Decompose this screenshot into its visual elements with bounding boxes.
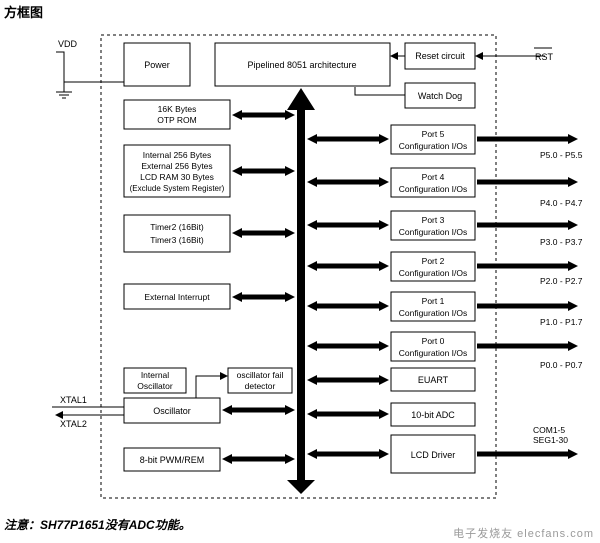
timer-arrow — [232, 228, 295, 238]
port-1-bus-arrow — [307, 301, 389, 311]
main-bus — [287, 88, 315, 494]
osc-arrow — [222, 405, 295, 415]
adc-label: 10-bit ADC — [411, 410, 455, 420]
oscillator-block — [123, 397, 221, 424]
ext-int-arrow — [232, 292, 295, 302]
port-0-bus-arrow — [307, 341, 389, 351]
port-1-name: Port 1 — [422, 296, 445, 306]
lcd-bus-arrow — [307, 449, 389, 459]
timer-line-1: Timer2 (16Bit) — [150, 222, 204, 232]
xtal2-label: XTAL2 — [60, 419, 87, 429]
vdd-label: VDD — [58, 39, 78, 49]
port-5-pin-arrow — [477, 134, 578, 144]
timer-line-2: Timer3 (16Bit) — [150, 235, 204, 245]
euart-block — [390, 367, 476, 392]
port-4-pin-arrow — [477, 177, 578, 187]
lcd-driver-label: LCD Driver — [411, 450, 456, 460]
lcd-driver-block — [390, 434, 476, 474]
pwm-arrow — [222, 454, 295, 464]
euart-label: EUART — [418, 375, 449, 385]
oscillator-label: Oscillator — [153, 406, 191, 416]
watchdog-wire — [354, 87, 405, 96]
port-5-name: Port 5 — [422, 129, 445, 139]
cpu-block — [214, 42, 391, 87]
port-4-block — [390, 167, 476, 198]
port-4-pins: P4.0 - P4.7 — [540, 198, 583, 208]
ram-arrow — [232, 166, 295, 176]
power-block — [123, 42, 191, 87]
port-5-block — [390, 124, 476, 155]
external-interrupt-label: External Interrupt — [144, 292, 210, 302]
oscillator-fail-line-2: detector — [245, 381, 276, 391]
page-heading: 方框图 — [4, 5, 44, 20]
port-2-cfg: Configuration I/Os — [399, 268, 468, 278]
port-3-pin-arrow — [477, 220, 578, 230]
ram-block — [123, 144, 231, 198]
external-interrupt-block — [123, 283, 231, 310]
port-3-name: Port 3 — [422, 215, 445, 225]
adc-block — [390, 402, 476, 427]
ram-line-2: External 256 Bytes — [141, 161, 212, 171]
oscillator-fail-line-1: oscillator fail — [237, 370, 284, 380]
otp-rom-line-1: 16K Bytes — [158, 104, 197, 114]
port-3-bus-arrow — [307, 220, 389, 230]
port-1-pins: P1.0 - P1.7 — [540, 317, 583, 327]
watermark: 电子发烧友 elecfans.com — [453, 528, 594, 540]
port-1-block — [390, 291, 476, 322]
lcd-pins-com: COM1-5 — [533, 425, 565, 435]
port-1-cfg: Configuration I/Os — [399, 308, 468, 318]
bus-arrows — [222, 110, 578, 464]
rst-label: RST — [535, 52, 554, 62]
otp-rom-line-2: OTP ROM — [157, 115, 197, 125]
otp-rom-arrow — [232, 110, 295, 120]
port-2-name: Port 2 — [422, 256, 445, 266]
port-3-pins: P3.0 - P3.7 — [540, 237, 583, 247]
watchdog-block — [404, 82, 476, 109]
port-3-cfg: Configuration I/Os — [399, 227, 468, 237]
ram-line-1: Internal 256 Bytes — [143, 150, 212, 160]
internal-oscillator-line-2: Oscillator — [137, 381, 173, 391]
ram-line-4: (Exclude System Register) — [130, 184, 225, 193]
port-5-cfg: Configuration I/Os — [399, 141, 468, 151]
port-4-cfg: Configuration I/Os — [399, 184, 468, 194]
port-2-pin-arrow — [477, 261, 578, 271]
port-4-name: Port 4 — [422, 172, 445, 182]
port-4-bus-arrow — [307, 177, 389, 187]
port-0-cfg: Configuration I/Os — [399, 348, 468, 358]
internal-oscillator-line-1: Internal — [141, 370, 169, 380]
port-5-bus-arrow — [307, 134, 389, 144]
port-1-pin-arrow — [477, 301, 578, 311]
euart-bus-arrow — [307, 375, 389, 385]
ram-line-3: LCD RAM 30 Bytes — [140, 172, 214, 182]
osc-to-fail-detector-arrow — [195, 372, 228, 398]
ground-icon — [56, 91, 72, 99]
watchdog-label: Watch Dog — [418, 91, 462, 101]
cpu-label: Pipelined 8051 architecture — [247, 60, 356, 70]
port-0-pins: P0.0 - P0.7 — [540, 360, 583, 370]
port-5-pins: P5.0 - P5.5 — [540, 150, 583, 160]
port-0-block — [390, 331, 476, 362]
pwm-block — [123, 447, 221, 472]
port-2-bus-arrow — [307, 261, 389, 271]
oscillator-fail-detector-block — [227, 367, 293, 394]
lcd-pin-arrow — [477, 449, 578, 459]
xtal1-label: XTAL1 — [60, 395, 87, 405]
timer-block — [123, 214, 231, 253]
footnote: 注意：SH77P1651没有ADC功能。 — [4, 518, 191, 532]
internal-oscillator-block — [123, 367, 187, 394]
power-label: Power — [144, 60, 170, 70]
vdd-wire — [56, 51, 124, 83]
port-0-pin-arrow — [477, 341, 578, 351]
pwm-label: 8-bit PWM/REM — [140, 455, 205, 465]
port-2-pins: P2.0 - P2.7 — [540, 276, 583, 286]
lcd-pins-seg: SEG1-30 — [533, 435, 568, 445]
otp-rom-block — [123, 99, 231, 130]
port-3-block — [390, 210, 476, 241]
port-2-block — [390, 251, 476, 282]
adc-bus-arrow — [307, 409, 389, 419]
port-0-name: Port 0 — [422, 336, 445, 346]
reset-label: Reset circuit — [415, 51, 465, 61]
